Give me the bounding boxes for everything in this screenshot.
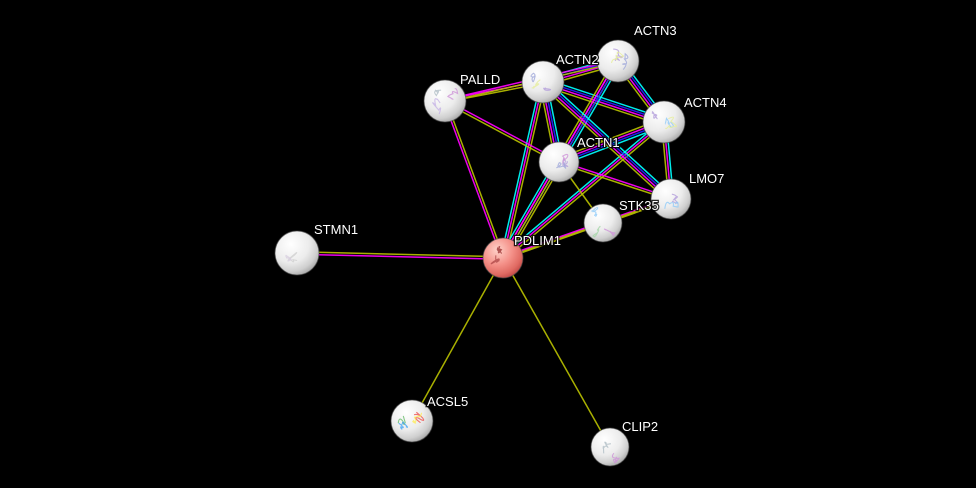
structure-squiggle [590, 206, 599, 218]
structure-squiggle [531, 79, 541, 89]
node-sphere [423, 79, 467, 123]
structure-thumbnail [610, 48, 629, 70]
node-label-ACTN1: ACTN1 [577, 135, 620, 150]
edge-line [443, 101, 503, 259]
network-edge-PDLIM1-ACTN2[interactable] [499, 81, 547, 259]
network-node-STK35[interactable] [583, 203, 623, 243]
structure-squiggle [592, 225, 601, 238]
structure-thumbnail [490, 245, 503, 265]
network-node-PDLIM1[interactable] [482, 237, 524, 279]
structure-squiggle [665, 116, 677, 130]
labels-layer: PDLIM1 STMN1 PALLD ACTN2 ACTN3ACTN4ACTN1LMO7… [313, 22, 728, 436]
structure-squiggle [413, 411, 425, 424]
edge-line [502, 81, 544, 259]
network-node-LMO7[interactable] [650, 178, 692, 220]
structure-squiggle [285, 254, 292, 262]
node-sphere [521, 60, 565, 104]
structure-thumbnail [664, 193, 679, 209]
network-edge-ACTN2-LMO7[interactable] [540, 78, 674, 203]
network-edge-PDLIM1-STMN1[interactable] [296, 251, 504, 260]
network-edge-PDLIM1-CLIP2[interactable] [502, 257, 611, 448]
edge-line [504, 123, 666, 261]
edge-line [504, 82, 547, 259]
network-edge-PDLIM1-ACSL5[interactable] [411, 257, 504, 422]
network-node-STMN1[interactable] [274, 230, 320, 276]
node-label-CLIP2: CLIP2 [622, 419, 658, 434]
edge-line [499, 81, 542, 258]
structure-squiggle [556, 161, 567, 169]
structure-thumbnail [285, 252, 298, 263]
edge-line [544, 78, 674, 197]
network-node-ACTN1[interactable] [538, 141, 580, 183]
node-label-PALLD: PALLD [460, 72, 500, 87]
network-edge-PDLIM1-ACTN4[interactable] [501, 119, 666, 261]
edge-line [502, 257, 611, 448]
structure-thumbnail [530, 72, 552, 91]
structure-squiggle [530, 72, 536, 83]
edge-line [445, 99, 560, 162]
structure-squiggle [651, 111, 658, 120]
structure-squiggle [611, 452, 621, 464]
node-label-STK35: STK35 [619, 198, 659, 213]
edge-line [541, 82, 671, 201]
structure-thumbnail [602, 441, 621, 464]
structure-squiggle [622, 52, 629, 70]
structure-squiggle [664, 201, 679, 209]
edge-line [411, 257, 504, 422]
edge-line [296, 251, 504, 258]
node-sphere [583, 203, 623, 243]
structure-squiggle [412, 412, 423, 424]
network-node-CLIP2[interactable] [590, 427, 630, 467]
network-edge-PALLD-ACTN1[interactable] [444, 99, 560, 164]
node-label-ACTN2: ACTN2 [556, 52, 599, 67]
node-label-ACTN4: ACTN4 [684, 95, 727, 110]
structure-squiggle [610, 51, 625, 64]
node-label-PDLIM1: PDLIM1 [514, 233, 561, 248]
structure-squiggle [490, 255, 500, 265]
node-sphere [590, 427, 630, 467]
nodes-layer [274, 39, 692, 467]
structure-squiggle [602, 441, 612, 454]
node-sphere [538, 141, 580, 183]
node-label-ACTN3: ACTN3 [634, 23, 677, 38]
structure-squiggle [496, 245, 503, 254]
network-node-ACTN4[interactable] [642, 100, 686, 144]
network-node-PALLD[interactable] [423, 79, 467, 123]
structure-squiggle [562, 158, 569, 168]
structure-thumbnail [651, 111, 677, 130]
edge-line [444, 101, 559, 164]
edge-line [540, 84, 670, 203]
structure-thumbnail [432, 88, 459, 115]
edge-line [541, 84, 664, 127]
edge-line [296, 253, 504, 260]
node-sphere [650, 178, 692, 220]
structure-thumbnail [397, 411, 425, 430]
edge-line [543, 77, 666, 120]
structure-squiggle [561, 153, 569, 164]
node-label-LMO7: LMO7 [689, 171, 724, 186]
network-edge-PDLIM1-PALLD[interactable] [443, 100, 505, 259]
edge-line [501, 119, 663, 257]
node-sphere [642, 100, 686, 144]
node-sphere [390, 399, 434, 443]
structure-squiggle [603, 228, 616, 238]
edge-line [445, 100, 505, 258]
edge-line [502, 121, 665, 259]
structure-thumbnail [556, 153, 569, 169]
node-label-ACSL5: ACSL5 [427, 394, 468, 409]
node-sphere [596, 39, 640, 83]
structure-squiggle [398, 421, 409, 430]
network-node-ACSL5[interactable] [390, 399, 434, 443]
node-sphere [482, 237, 524, 279]
structure-squiggle [432, 98, 442, 115]
network-node-ACTN3[interactable] [596, 39, 640, 83]
edge-line [543, 80, 673, 199]
node-label-STMN1: STMN1 [314, 222, 358, 237]
structure-squiggle [542, 87, 552, 91]
structure-squiggle [446, 88, 459, 100]
network-node-ACTN2[interactable] [521, 60, 565, 104]
structure-squiggle [434, 89, 442, 97]
structure-thumbnail [590, 206, 616, 238]
